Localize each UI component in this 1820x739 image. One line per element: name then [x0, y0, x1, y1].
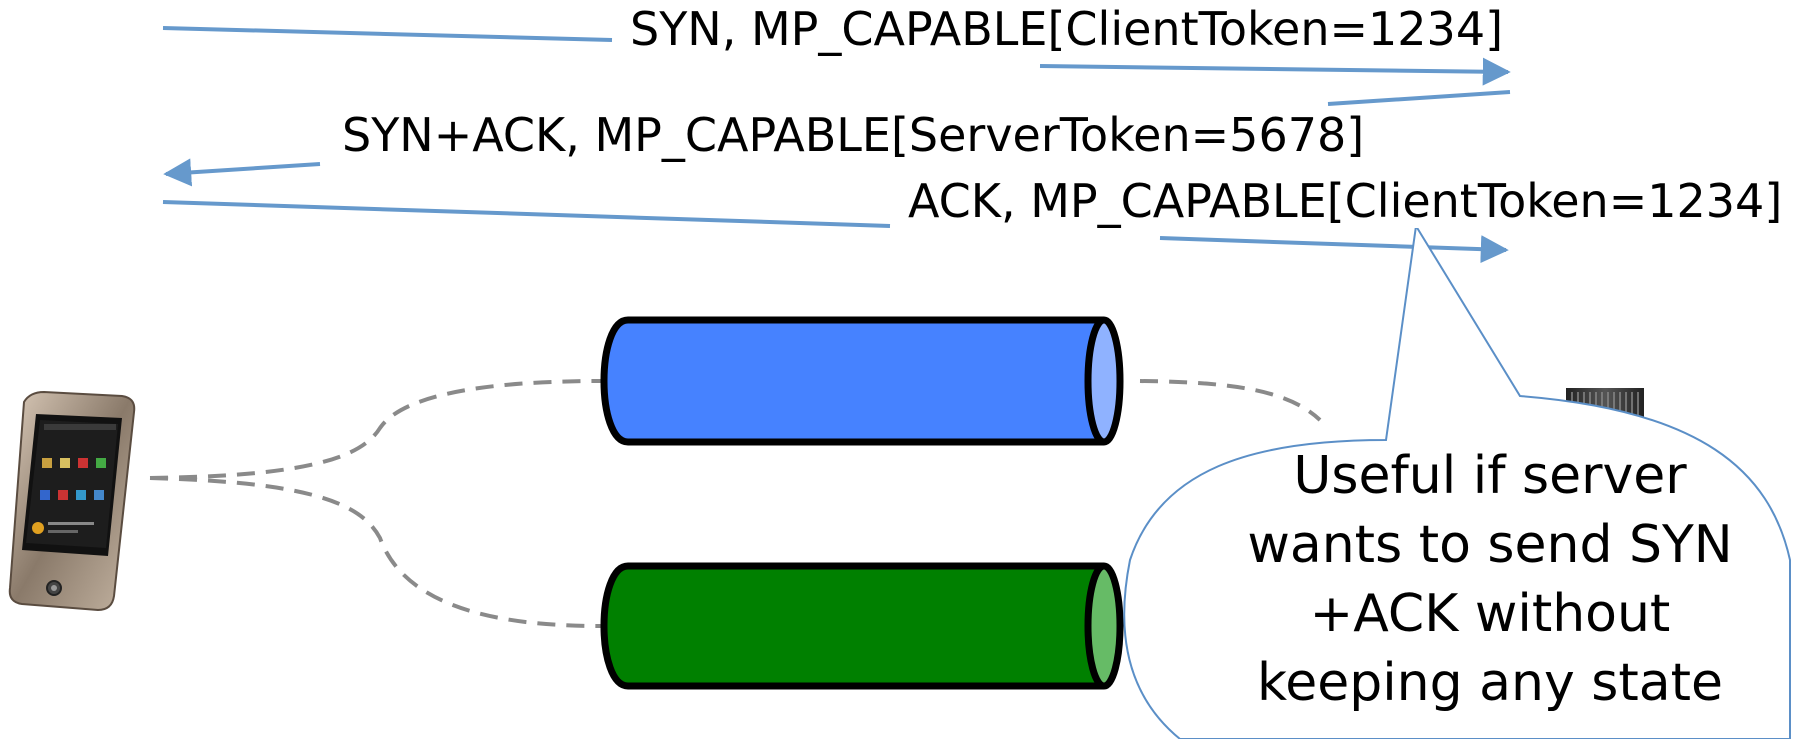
dashed-links: [149, 379, 1322, 628]
tube-1-cap: [1084, 316, 1124, 446]
message-label-synack: SYN+ACK, MP_CAPABLE[ServerToken=5678]: [336, 108, 1371, 162]
tube-2-cap: [1084, 562, 1124, 690]
link-phone-to-green: [149, 476, 606, 628]
diagram-canvas: [8, 26, 1791, 739]
callout-line: keeping any state: [1256, 653, 1724, 713]
message-label-ack: ACK, MP_CAPABLE[ClientToken=1234]: [902, 174, 1789, 228]
synack-arrow: [163, 158, 321, 187]
callout-line: wants to send SYN: [1247, 515, 1733, 575]
link-phone-to-blue: [149, 379, 606, 480]
callout-text: Useful if server wants to send SYN +ACK …: [1160, 442, 1820, 718]
synack-arrow-return: [1327, 90, 1511, 106]
link-blue-to-server: [1139, 379, 1322, 422]
subflow-tube-2: [600, 562, 1124, 690]
message-arrows: [162, 26, 1511, 264]
callout-line: +ACK without: [1309, 584, 1671, 644]
callout-line: Useful if server: [1293, 446, 1687, 506]
callout-bubble: [1123, 223, 1791, 739]
ack-arrow-tail: [1159, 235, 1509, 264]
message-label-syn: SYN, MP_CAPABLE[ClientToken=1234]: [624, 2, 1510, 56]
syn-arrow-tail: [1039, 57, 1511, 86]
mptcp-handshake-diagram: SYN, MP_CAPABLE[ClientToken=1234] SYN+AC…: [8, 2, 1791, 739]
ack-arrow: [162, 200, 891, 228]
syn-arrow: [162, 26, 613, 42]
smartphone-icon: [8, 390, 136, 612]
subflow-tube-1: [600, 316, 1124, 446]
